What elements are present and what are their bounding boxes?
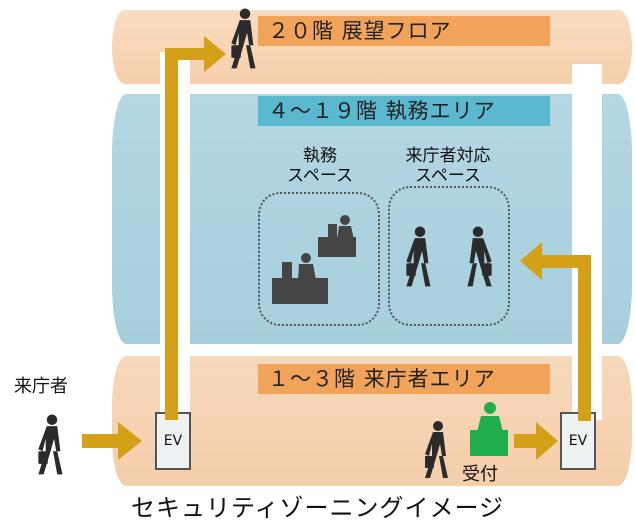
work-zone-label-line1: 執務: [303, 146, 337, 166]
right-elevator: EV: [560, 412, 596, 470]
reception-arrow: [514, 422, 558, 460]
desk-worker-1-icon: [272, 253, 328, 304]
reception-visitor-icon: [425, 421, 448, 478]
diagram-caption: セキュリティゾーニングイメージ: [130, 494, 505, 522]
entrance-arrow: [82, 422, 142, 460]
left-elevator-label: EV: [163, 433, 183, 449]
floor-4-19-band: [112, 94, 632, 344]
work-zone-label: 執務 スペース: [262, 146, 378, 186]
right-route-arrow: [520, 242, 591, 421]
right-elevator-label: EV: [568, 433, 588, 449]
observation-person-icon: [231, 8, 256, 69]
left-elevator: EV: [155, 412, 191, 470]
reception-label: 受付: [462, 464, 498, 485]
floor-20-label: ２０階 展望フロア: [258, 16, 550, 46]
visitor-zone-label: 来庁者対応 スペース: [388, 146, 508, 186]
reception-staff-icon: [470, 402, 508, 456]
work-zone-label-line2: スペース: [287, 166, 353, 186]
visitor-zone-label-line1: 来庁者対応: [405, 146, 491, 166]
visitor-zone-label-line2: スペース: [415, 166, 481, 186]
visitor-zone-person-icon: [406, 226, 431, 287]
desk-worker-2-icon: [318, 215, 356, 257]
work-space-zone: [258, 192, 380, 326]
floor-4-19-label: ４～１９階 執務エリア: [258, 96, 550, 126]
visitor-person-icon: [38, 414, 63, 475]
left-route-arrow: [165, 36, 226, 420]
floor-1-3-label: １～３階 来庁者エリア: [258, 364, 550, 394]
visitor-space-zone: [388, 186, 510, 326]
visitor-label: 来庁者: [14, 376, 68, 397]
visitor-zone-person-2-icon: [467, 226, 492, 287]
